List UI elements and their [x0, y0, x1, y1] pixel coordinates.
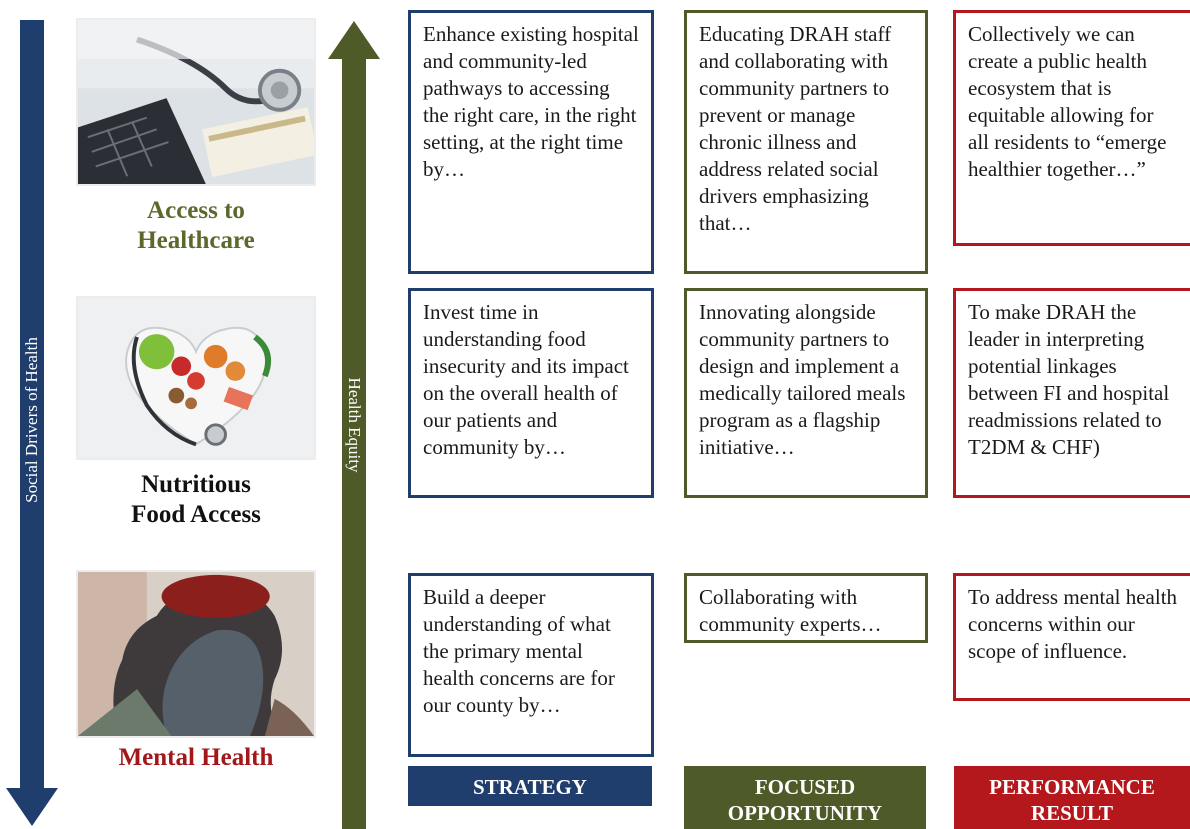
strategy-box-food: Invest time in understanding food insecu… — [408, 288, 654, 498]
arrow-up-icon — [328, 21, 380, 59]
health-equity-arrow-shaft — [342, 57, 366, 829]
strategy-box-access: Enhance existing hospital and community-… — [408, 10, 654, 274]
column-header-focused-opportunity: FOCUSED OPPORTUNITY — [684, 766, 926, 829]
strategy-box-mental: Build a deeper understanding of what the… — [408, 573, 654, 757]
mental-health-image — [76, 570, 316, 738]
category-label-line: Healthcare — [137, 227, 255, 254]
category-label-line: Access to — [147, 197, 245, 224]
header-line: PERFORMANCE — [989, 775, 1155, 799]
header-line: STRATEGY — [473, 775, 587, 799]
health-equity-label: Health Equity — [345, 377, 364, 473]
result-box-mental: To address mental health concerns within… — [953, 573, 1190, 701]
opportunity-box-access: Educating DRAH staff and collaborating w… — [684, 10, 928, 274]
food-image — [76, 296, 316, 460]
header-line: FOCUSED — [754, 775, 856, 799]
result-box-access: Collectively we can create a public heal… — [953, 10, 1190, 246]
result-box-food: To make DRAH the leader in interpreting … — [953, 288, 1190, 498]
arrow-down-icon — [6, 788, 58, 826]
category-label-line: Mental Health — [118, 744, 274, 771]
category-label-line: Food Access — [131, 501, 261, 528]
header-line: OPPORTUNITY — [727, 801, 883, 825]
opportunity-box-mental: Collaborating with community experts… — [684, 573, 928, 643]
social-drivers-arrow-shaft — [20, 20, 44, 790]
category-label-line: Nutritious — [141, 471, 251, 498]
category-mental-health: Mental Health — [76, 743, 316, 773]
column-header-performance-result: PERFORMANCE RESULT — [954, 766, 1190, 829]
column-header-strategy: STRATEGY — [408, 766, 652, 806]
opportunity-box-food: Innovating alongside community partners … — [684, 288, 928, 498]
category-access-to-healthcare: Access to Healthcare — [76, 196, 316, 256]
social-drivers-label: Social Drivers of Health — [22, 337, 41, 503]
category-nutritious-food-access: Nutritious Food Access — [76, 470, 316, 530]
header-line: RESULT — [1030, 801, 1114, 825]
healthcare-image — [76, 18, 316, 186]
